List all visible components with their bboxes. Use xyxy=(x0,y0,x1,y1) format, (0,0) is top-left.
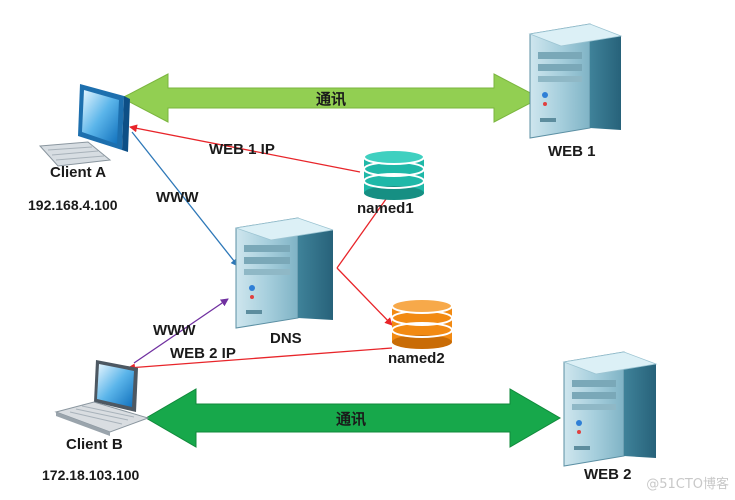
client-a-label: Client A xyxy=(50,164,107,181)
www-b-label: WWW xyxy=(153,322,196,339)
named2-label: named2 xyxy=(388,350,445,367)
client-b-ip: 172.18.103.100 xyxy=(42,467,140,483)
web1-ip-line xyxy=(129,124,361,173)
client-b-laptop-icon xyxy=(54,360,150,436)
comm-bottom-label: 通讯 xyxy=(336,411,367,428)
client-b-dns-line xyxy=(133,298,229,364)
client-a-dns-line xyxy=(131,131,239,267)
client-b-label: Client B xyxy=(66,436,123,453)
dns-to-named1-line xyxy=(336,191,392,269)
client-a-ip: 192.168.4.100 xyxy=(28,197,118,213)
comm-top-label: 通讯 xyxy=(316,91,347,108)
comm-arrow-bottom xyxy=(145,388,561,448)
dns-to-named2-line xyxy=(336,267,393,326)
named1-database-icon xyxy=(363,149,425,200)
web2-server-icon xyxy=(562,351,658,467)
web2-label: WEB 2 xyxy=(584,466,632,483)
named1-label: named1 xyxy=(357,200,414,217)
dns-server-icon xyxy=(235,217,334,329)
web1-label: WEB 1 xyxy=(548,143,596,160)
watermark: @51CTO博客 xyxy=(646,477,729,492)
web1-ip-label: WEB 1 IP xyxy=(209,141,275,158)
web2-ip-label: WEB 2 IP xyxy=(170,345,236,362)
named2-database-icon xyxy=(391,298,453,349)
dns-label: DNS xyxy=(270,330,302,347)
client-a-computer-icon xyxy=(38,84,130,167)
web1-server-icon xyxy=(528,23,623,139)
web2-ip-line xyxy=(127,347,393,372)
www-a-label: WWW xyxy=(156,189,199,206)
